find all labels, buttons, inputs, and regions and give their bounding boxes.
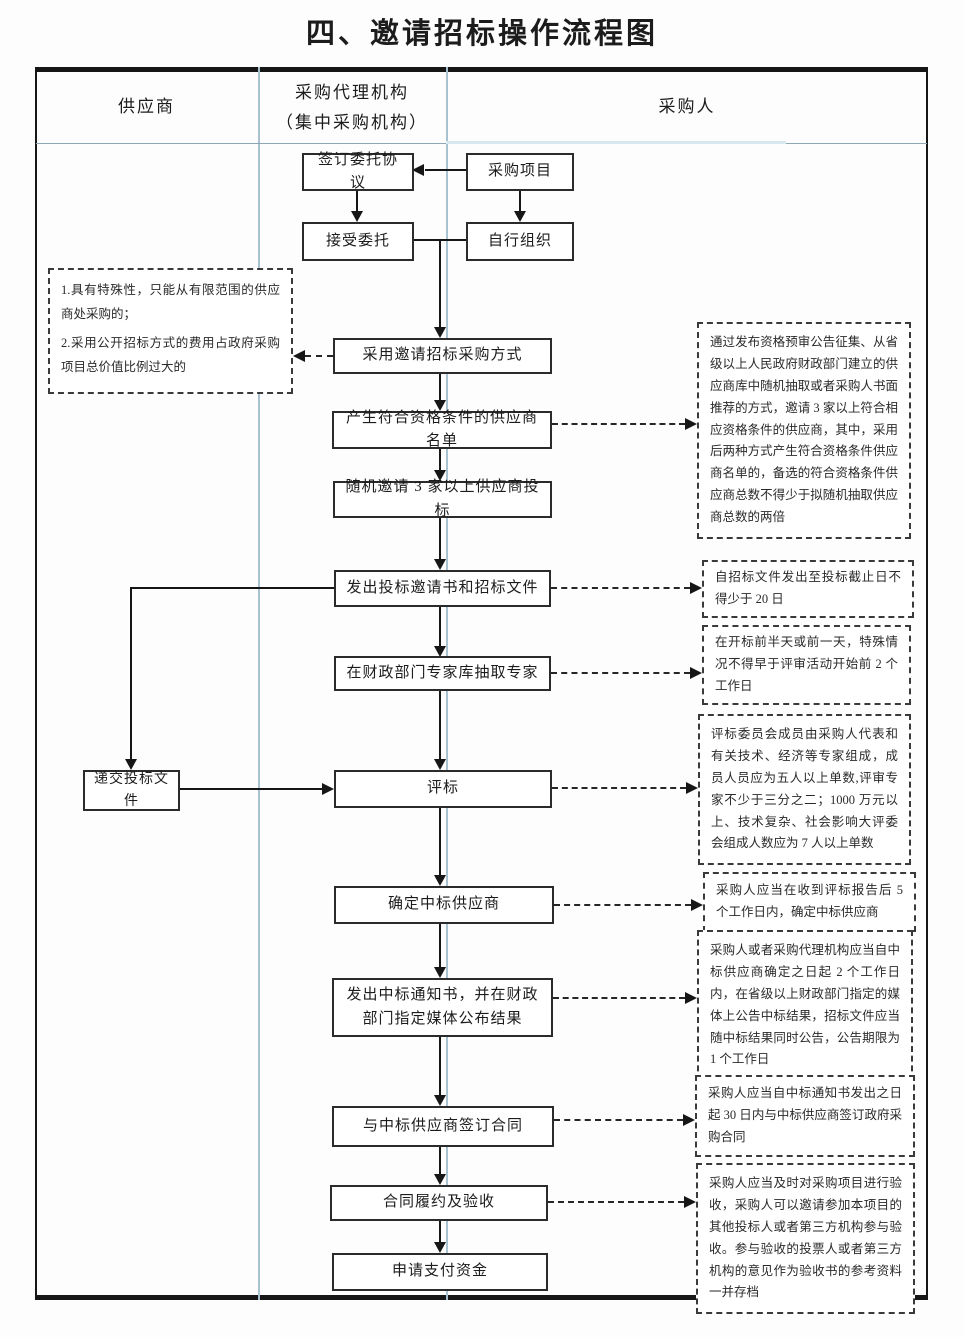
flow-node-submit-bid: 递交投标文件	[83, 770, 180, 811]
column-divider-1	[258, 67, 260, 1300]
annotation-determine-winner-rule: 采购人应当在收到评标报告后 5 个工作日内，确定中标供应商	[703, 872, 916, 932]
column-header-supplier: 供应商	[118, 97, 175, 116]
arrow-project-to-sign-line	[425, 169, 467, 171]
flow-node-procurement-project: 采购项目	[466, 153, 574, 191]
flow-node-performance-acceptance: 合同履约及验收	[330, 1185, 548, 1221]
flow-node-random-invite: 随机邀请 3 家以上供应商投标	[333, 479, 552, 519]
arrow-sign-to-accept-line	[356, 191, 358, 212]
arrow-winner-to-notice-line	[439, 924, 441, 968]
annotation-supplier-list-rule: 通过发布资格预审公告征集、从省级以上人民政府财政部门建立的供应商库中随机抽取或者…	[697, 322, 911, 539]
dashed-contract-to-rule-line	[554, 1119, 683, 1121]
flow-node-evaluation: 评标	[334, 770, 552, 808]
arrow-adopt-to-list-line	[439, 374, 441, 401]
arrow-project-to-selforganize-line	[519, 191, 521, 212]
annotation-expert-draw-rule: 在开标前半天或前一天，特殊情况不得早于评审活动开始前 2 个工作日	[702, 625, 911, 705]
arrow-experts-to-evaluation-head	[434, 759, 446, 770]
arrow-issue-to-experts-line	[439, 607, 441, 647]
dashed-evaluation-to-committee-head	[686, 782, 698, 794]
flow-node-sign-contract: 与中标供应商签订合同	[332, 1106, 554, 1147]
dashed-acceptance-to-rule-line	[548, 1201, 684, 1203]
annotation-contract-rule: 采购人应当自中标通知书发出之日起 30 日内与中标供应商签订政府采购合同	[695, 1075, 915, 1157]
header-separator-highlight	[446, 141, 786, 144]
arrow-to-adopt-method-head	[434, 327, 446, 338]
flow-node-self-organize: 自行组织	[466, 222, 574, 261]
dashed-issue-to-deadline-line	[551, 587, 690, 589]
arrow-experts-to-evaluation-line	[439, 691, 441, 760]
dashed-evaluation-to-committee-line	[552, 787, 686, 789]
arrow-invite-to-issue-head	[434, 559, 446, 570]
flow-node-adopt-method: 采用邀请招标采购方式	[333, 338, 552, 374]
arrow-evaluation-to-winner-line	[439, 808, 441, 876]
flow-node-sign-agreement: 签订委托协议	[302, 152, 414, 191]
column-header-purchaser: 采购人	[658, 97, 716, 116]
dashed-list-to-rule-line	[552, 423, 685, 425]
column-header-agency: 采购代理机构 （集中采购机构）	[258, 78, 446, 138]
arrow-contract-to-acceptance-head	[434, 1174, 446, 1185]
arrow-to-adopt-method-line	[439, 240, 441, 328]
diagram-frame	[35, 67, 928, 1300]
branch-issue-to-supplier-hline	[131, 587, 334, 589]
column-header-agency-line1: 采购代理机构	[295, 83, 409, 102]
arrow-contract-to-acceptance-line	[439, 1147, 441, 1175]
flow-node-determine-winner: 确定中标供应商	[334, 886, 554, 924]
flow-node-generate-list: 产生符合资格条件的供应商名单	[332, 410, 552, 449]
dashed-notice-to-announcement-head	[685, 992, 697, 1004]
flow-node-draw-experts: 在财政部门专家库抽取专家	[334, 656, 551, 691]
arrow-notice-to-contract-head	[434, 1095, 446, 1106]
arrow-submit-to-evaluation-head	[322, 783, 334, 795]
arrow-list-to-invite-line	[439, 449, 441, 471]
arrow-notice-to-contract-line	[439, 1037, 441, 1096]
arrow-invite-to-issue-line	[439, 518, 441, 560]
dashed-winner-to-rule-line	[554, 904, 691, 906]
arrow-acceptance-to-payment-head	[434, 1242, 446, 1253]
annotation-deadline-rule: 自招标文件发出至投标截止日不得少于 20 日	[702, 560, 914, 618]
flow-node-issue-notice: 发出中标通知书，并在财政部门指定媒体公布结果	[332, 978, 553, 1037]
arrow-acceptance-to-payment-line	[439, 1221, 441, 1243]
annotation-invite-conditions: 1.具有特殊性，只能从有限范围的供应商处采购的； 2.采用公开招标方式的费用占政…	[48, 268, 293, 394]
dashed-list-to-rule-head	[685, 418, 697, 430]
dashed-acceptance-to-rule-head	[684, 1196, 696, 1208]
dashed-winner-to-rule-head	[691, 899, 703, 911]
annotation-announcement-rule: 采购人或者采购代理机构应当自中标供应商确定之日起 2 个工作日内，在省级以上财政…	[697, 930, 913, 1082]
flow-node-apply-payment: 申请支付资金	[332, 1253, 548, 1291]
page-title: 四、邀请招标操作流程图	[305, 18, 658, 50]
arrow-list-to-invite-head	[434, 470, 446, 481]
flow-node-accept-delegation: 接受委托	[302, 222, 414, 261]
annotation-invite-conditions-item1: 1.具有特殊性，只能从有限范围的供应商处采购的；	[61, 283, 280, 322]
annotation-evaluation-committee-rule: 评标委员会成员由采购人代表和有关技术、经济等专家组成，成员人员应为五人以上单数,…	[698, 714, 911, 866]
annotation-acceptance-rule: 采购人应当及时对采购项目进行验收，采购人可以邀请参加本项目的其他投标人或者第三方…	[696, 1163, 915, 1315]
arrow-winner-to-notice-head	[434, 967, 446, 978]
dashed-experts-to-rule-head	[690, 667, 702, 679]
arrow-project-to-selforganize-head	[514, 211, 526, 222]
arrow-sign-to-accept-head	[351, 211, 363, 222]
dashed-experts-to-rule-line	[551, 672, 690, 674]
dashed-adopt-to-conditions-line	[305, 355, 333, 357]
dashed-issue-to-deadline-head	[690, 582, 702, 594]
arrow-submit-to-evaluation-line	[180, 788, 322, 790]
arrow-evaluation-to-winner-head	[434, 875, 446, 886]
dashed-contract-to-rule-head	[683, 1114, 695, 1126]
dashed-notice-to-announcement-line	[553, 997, 685, 999]
annotation-invite-conditions-item2: 2.采用公开招标方式的费用占政府采购项目总价值比例过大的	[61, 335, 280, 375]
column-header-agency-line2: （集中采购机构）	[276, 113, 428, 132]
flow-node-issue-invitation: 发出投标邀请书和招标文件	[334, 570, 551, 607]
arrow-issue-to-experts-head	[434, 646, 446, 657]
dashed-adopt-to-conditions-head	[293, 350, 305, 362]
arrow-to-submit-bid-head	[125, 759, 137, 770]
arrow-project-to-sign-head	[412, 164, 424, 176]
branch-issue-to-supplier-vline	[130, 587, 132, 760]
arrow-adopt-to-list-head	[434, 400, 446, 411]
